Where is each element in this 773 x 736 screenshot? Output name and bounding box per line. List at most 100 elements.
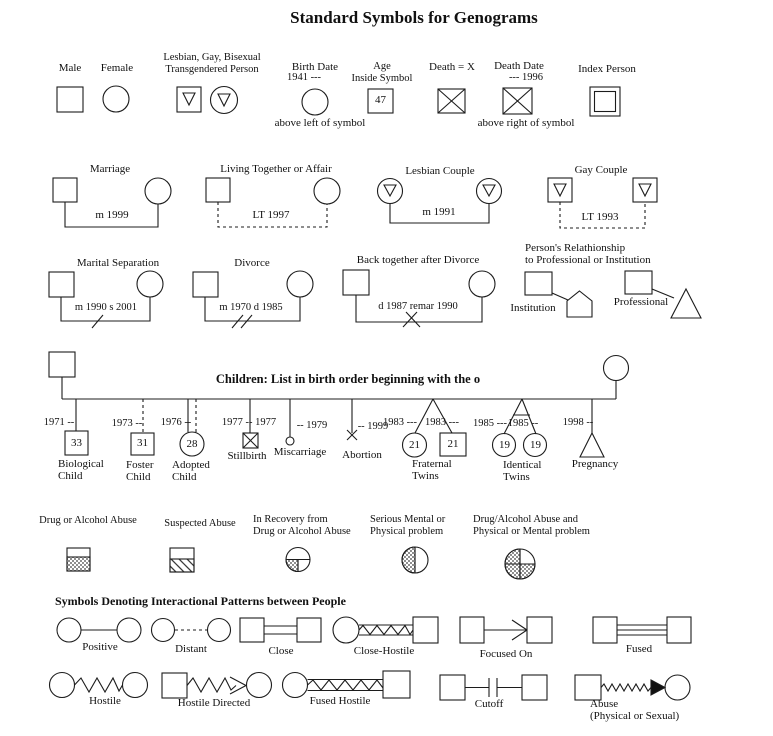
death-label: Death = X: [429, 61, 475, 73]
miscarriage-date: -- 1979: [296, 420, 328, 431]
death-note: above right of symbol: [477, 117, 575, 129]
adopted-child-symbol: [179, 399, 205, 457]
marriage-label: Marriage: [89, 163, 131, 175]
identical-date-left: 1985 ---: [472, 418, 508, 429]
professional-label: Professional: [613, 296, 669, 308]
fraternal-twins-symbol: [401, 398, 467, 458]
foster-child-symbol: [130, 399, 155, 456]
gay-couple-symbol: [547, 177, 658, 229]
lgbt-label: Lesbian, Gay, Bisexual Transgendered Per…: [163, 52, 261, 75]
living-together-label: Living Together or Affair: [220, 163, 332, 175]
fused-hostile-symbol: [281, 670, 411, 699]
fraternal-date-left: 1983 ---: [382, 417, 418, 428]
focused-on-label: Focused On: [479, 648, 533, 660]
close-hostile-label: Close-Hostile: [353, 645, 415, 657]
fraternal-age-right: 21: [447, 438, 459, 450]
institution-label: Institution: [510, 302, 556, 314]
page-title: Standard Symbols for Genograms: [290, 8, 538, 27]
pregnancy-symbol: [579, 399, 605, 458]
adopted-date: 1976 --: [160, 417, 192, 428]
hostile-label: Hostile: [89, 695, 121, 707]
male-symbol: [56, 86, 84, 113]
marriage-date: m 1999: [95, 209, 129, 221]
cutoff-symbol: [439, 674, 548, 701]
back-together-date: d 1987 remar 1990: [378, 301, 458, 312]
index-person-label: Index Person: [578, 63, 636, 75]
lesbian-couple-label: Lesbian Couple: [405, 165, 475, 177]
living-together-symbol: [205, 177, 341, 228]
suspected-abuse-symbol: [169, 547, 195, 573]
foster-date: 1973 --: [111, 418, 143, 429]
abuse-symbol: [574, 674, 691, 701]
abortion-date: -- 1999: [357, 421, 389, 432]
lgbt-circle-symbol: [209, 85, 239, 115]
abuse-label: Abuse (Physical or Sexual): [590, 698, 680, 723]
death-symbol: [437, 88, 466, 114]
close-symbol: [239, 617, 322, 643]
back-together-label: Back together after Divorce: [356, 254, 480, 266]
biological-child-symbol: [64, 399, 89, 456]
back-together-symbol: [342, 269, 496, 328]
divorce-label: Divorce: [234, 257, 270, 269]
lesbian-couple-date: m 1991: [422, 206, 456, 218]
birth-date-label: Birth Date: [291, 61, 339, 73]
professional-symbol: [624, 270, 702, 319]
index-person-symbol: [589, 86, 621, 117]
fraternal-label: Fraternal Twins: [412, 458, 452, 483]
combined-problem-label: Drug/Alcohol Abuse and Physical or Menta…: [473, 514, 590, 537]
fused-hostile-label: Fused Hostile: [309, 695, 371, 707]
biological-age: 33: [71, 437, 82, 449]
miscarriage-label: Miscarriage: [273, 446, 327, 458]
age-symbol: [367, 88, 394, 114]
recovery-label: In Recovery from Drug or Alcohol Abuse: [253, 514, 351, 537]
close-label: Close: [268, 645, 294, 657]
marital-separation-label: Marital Separation: [76, 257, 160, 269]
identical-age-right: 19: [530, 439, 541, 451]
living-together-date: LT 1997: [252, 209, 290, 221]
identical-age-left: 19: [499, 439, 510, 451]
foster-age: 31: [137, 437, 148, 449]
stillbirth-date: 1977 -- 1977: [221, 417, 277, 428]
cutoff-label: Cutoff: [474, 698, 504, 710]
fraternal-age-left: 21: [409, 439, 420, 451]
death-date-label: Death Date: [494, 60, 544, 72]
positive-symbol: [56, 617, 142, 643]
female-symbol: [102, 85, 130, 113]
serious-mental-label: Serious Mental or Physical problem: [370, 514, 446, 537]
birth-date-symbol: [301, 88, 329, 116]
birth-date-value: 1941 ---: [286, 72, 322, 83]
focused-on-symbol: [459, 616, 553, 644]
hostile-directed-symbol: [161, 671, 273, 699]
abortion-label: Abortion: [342, 449, 382, 461]
pregnancy-date: 1998 --: [562, 417, 594, 428]
death-date-symbol: [502, 87, 533, 115]
miscarriage-symbol: [285, 399, 295, 446]
gay-couple-date: LT 1993: [581, 211, 619, 223]
adopted-age: 28: [186, 438, 198, 450]
identical-date-right: 1985 --: [507, 418, 539, 429]
fused-label: Fused: [625, 643, 653, 655]
suspected-abuse-label: Suspected Abuse: [164, 518, 236, 529]
recovery-symbol: [285, 546, 311, 573]
abortion-symbol: [346, 399, 358, 441]
hostile-symbol: [48, 671, 149, 699]
biological-label: Biological Child: [58, 458, 104, 483]
identical-twins-symbol: [491, 398, 548, 458]
adopted-label: Adopted Child: [172, 459, 210, 484]
foster-label: Foster Child: [126, 459, 154, 484]
pregnancy-label: Pregnancy: [571, 458, 619, 470]
marital-separation-date: m 1990 s 2001: [74, 302, 138, 313]
positive-label: Positive: [82, 641, 118, 653]
professional-heading: Person's Relathionship to Professional o…: [525, 242, 651, 267]
age-label: Age Inside Symbol: [351, 61, 413, 84]
drug-alcohol-abuse-symbol: [66, 547, 91, 572]
fraternal-date-right: 1983 ---: [424, 417, 460, 428]
birth-note: above left of symbol: [274, 117, 366, 129]
drug-alcohol-label: Drug or Alcohol Abuse: [39, 515, 137, 526]
lgbt-square-symbol: [176, 86, 202, 113]
age-value: 47: [375, 94, 386, 106]
fused-symbol: [592, 616, 692, 644]
lesbian-couple-symbol: [376, 177, 503, 224]
